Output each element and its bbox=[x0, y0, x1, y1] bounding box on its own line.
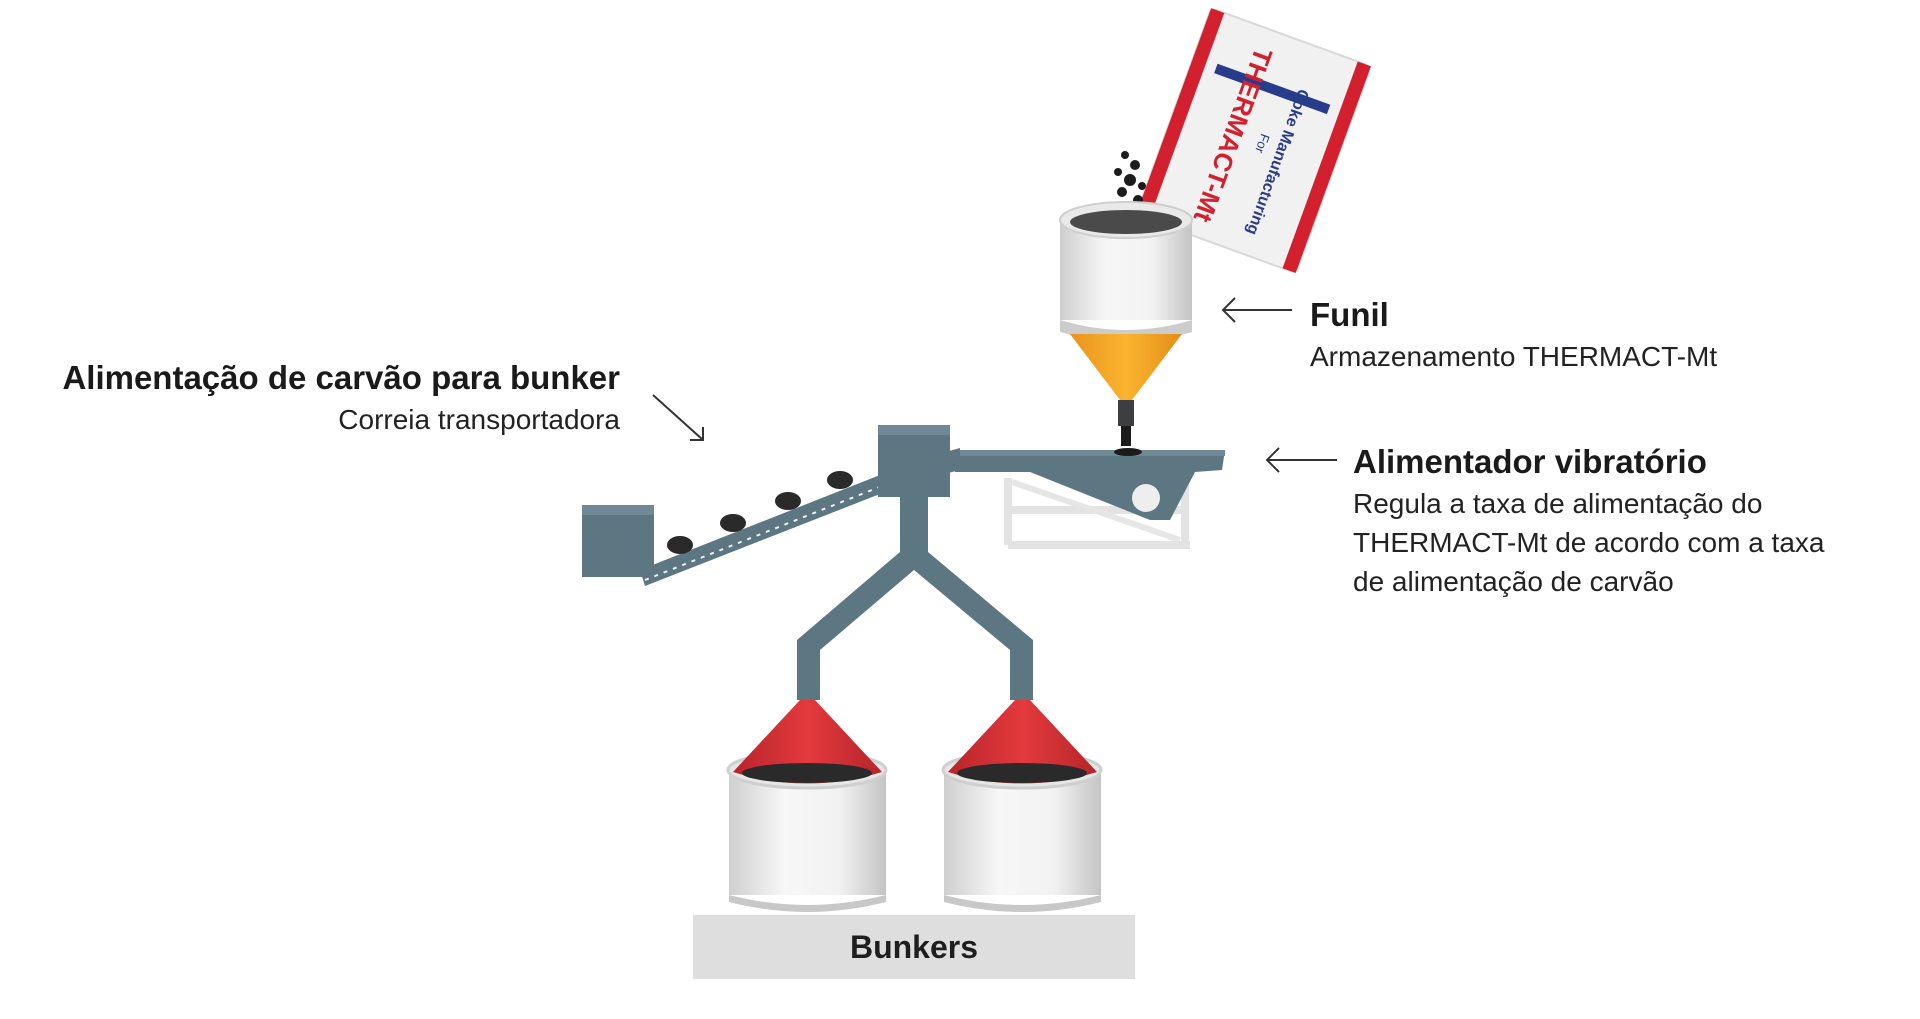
hopper bbox=[1059, 201, 1193, 446]
arrow-diagonal-icon bbox=[652, 394, 704, 441]
bunker-left bbox=[726, 700, 888, 912]
arrow-left-icon bbox=[1221, 297, 1292, 323]
bunker-right bbox=[941, 700, 1103, 912]
coal-feed-subtitle: Correia transportadora bbox=[338, 404, 620, 435]
transfer-chutes bbox=[797, 425, 1033, 700]
thermact-bag: THERMACT-Mt For Coke Manufacturing bbox=[1135, 8, 1371, 274]
vibratory-feeder-title: Alimentador vibratório bbox=[1353, 443, 1707, 480]
vibratory-feeder-line: de alimentação de carvão bbox=[1353, 566, 1674, 597]
hopper-subtitle: Armazenamento THERMACT-Mt bbox=[1310, 341, 1718, 372]
vibratory-feeder-label: Alimentador vibratório Regula a taxa de … bbox=[1353, 442, 1913, 603]
vibratory-feeder-line: Regula a taxa de alimentação do bbox=[1353, 488, 1763, 519]
coal-feed-label: Alimentação de carvão para bunker Correi… bbox=[0, 358, 620, 441]
bag-for-text: For bbox=[1252, 132, 1273, 156]
bunkers-label: Bunkers bbox=[693, 915, 1135, 979]
vibratory-feeder bbox=[955, 448, 1225, 549]
arrow-left-icon bbox=[1265, 447, 1337, 473]
hopper-label: Funil Armazenamento THERMACT-Mt bbox=[1310, 295, 1870, 378]
coal-lumps bbox=[667, 471, 853, 554]
hopper-title: Funil bbox=[1310, 296, 1389, 333]
coal-feed-title: Alimentação de carvão para bunker bbox=[62, 359, 620, 396]
vibratory-feeder-line: THERMACT-Mt de acordo com a taxa bbox=[1353, 527, 1825, 558]
conveyor-belt bbox=[582, 471, 885, 586]
